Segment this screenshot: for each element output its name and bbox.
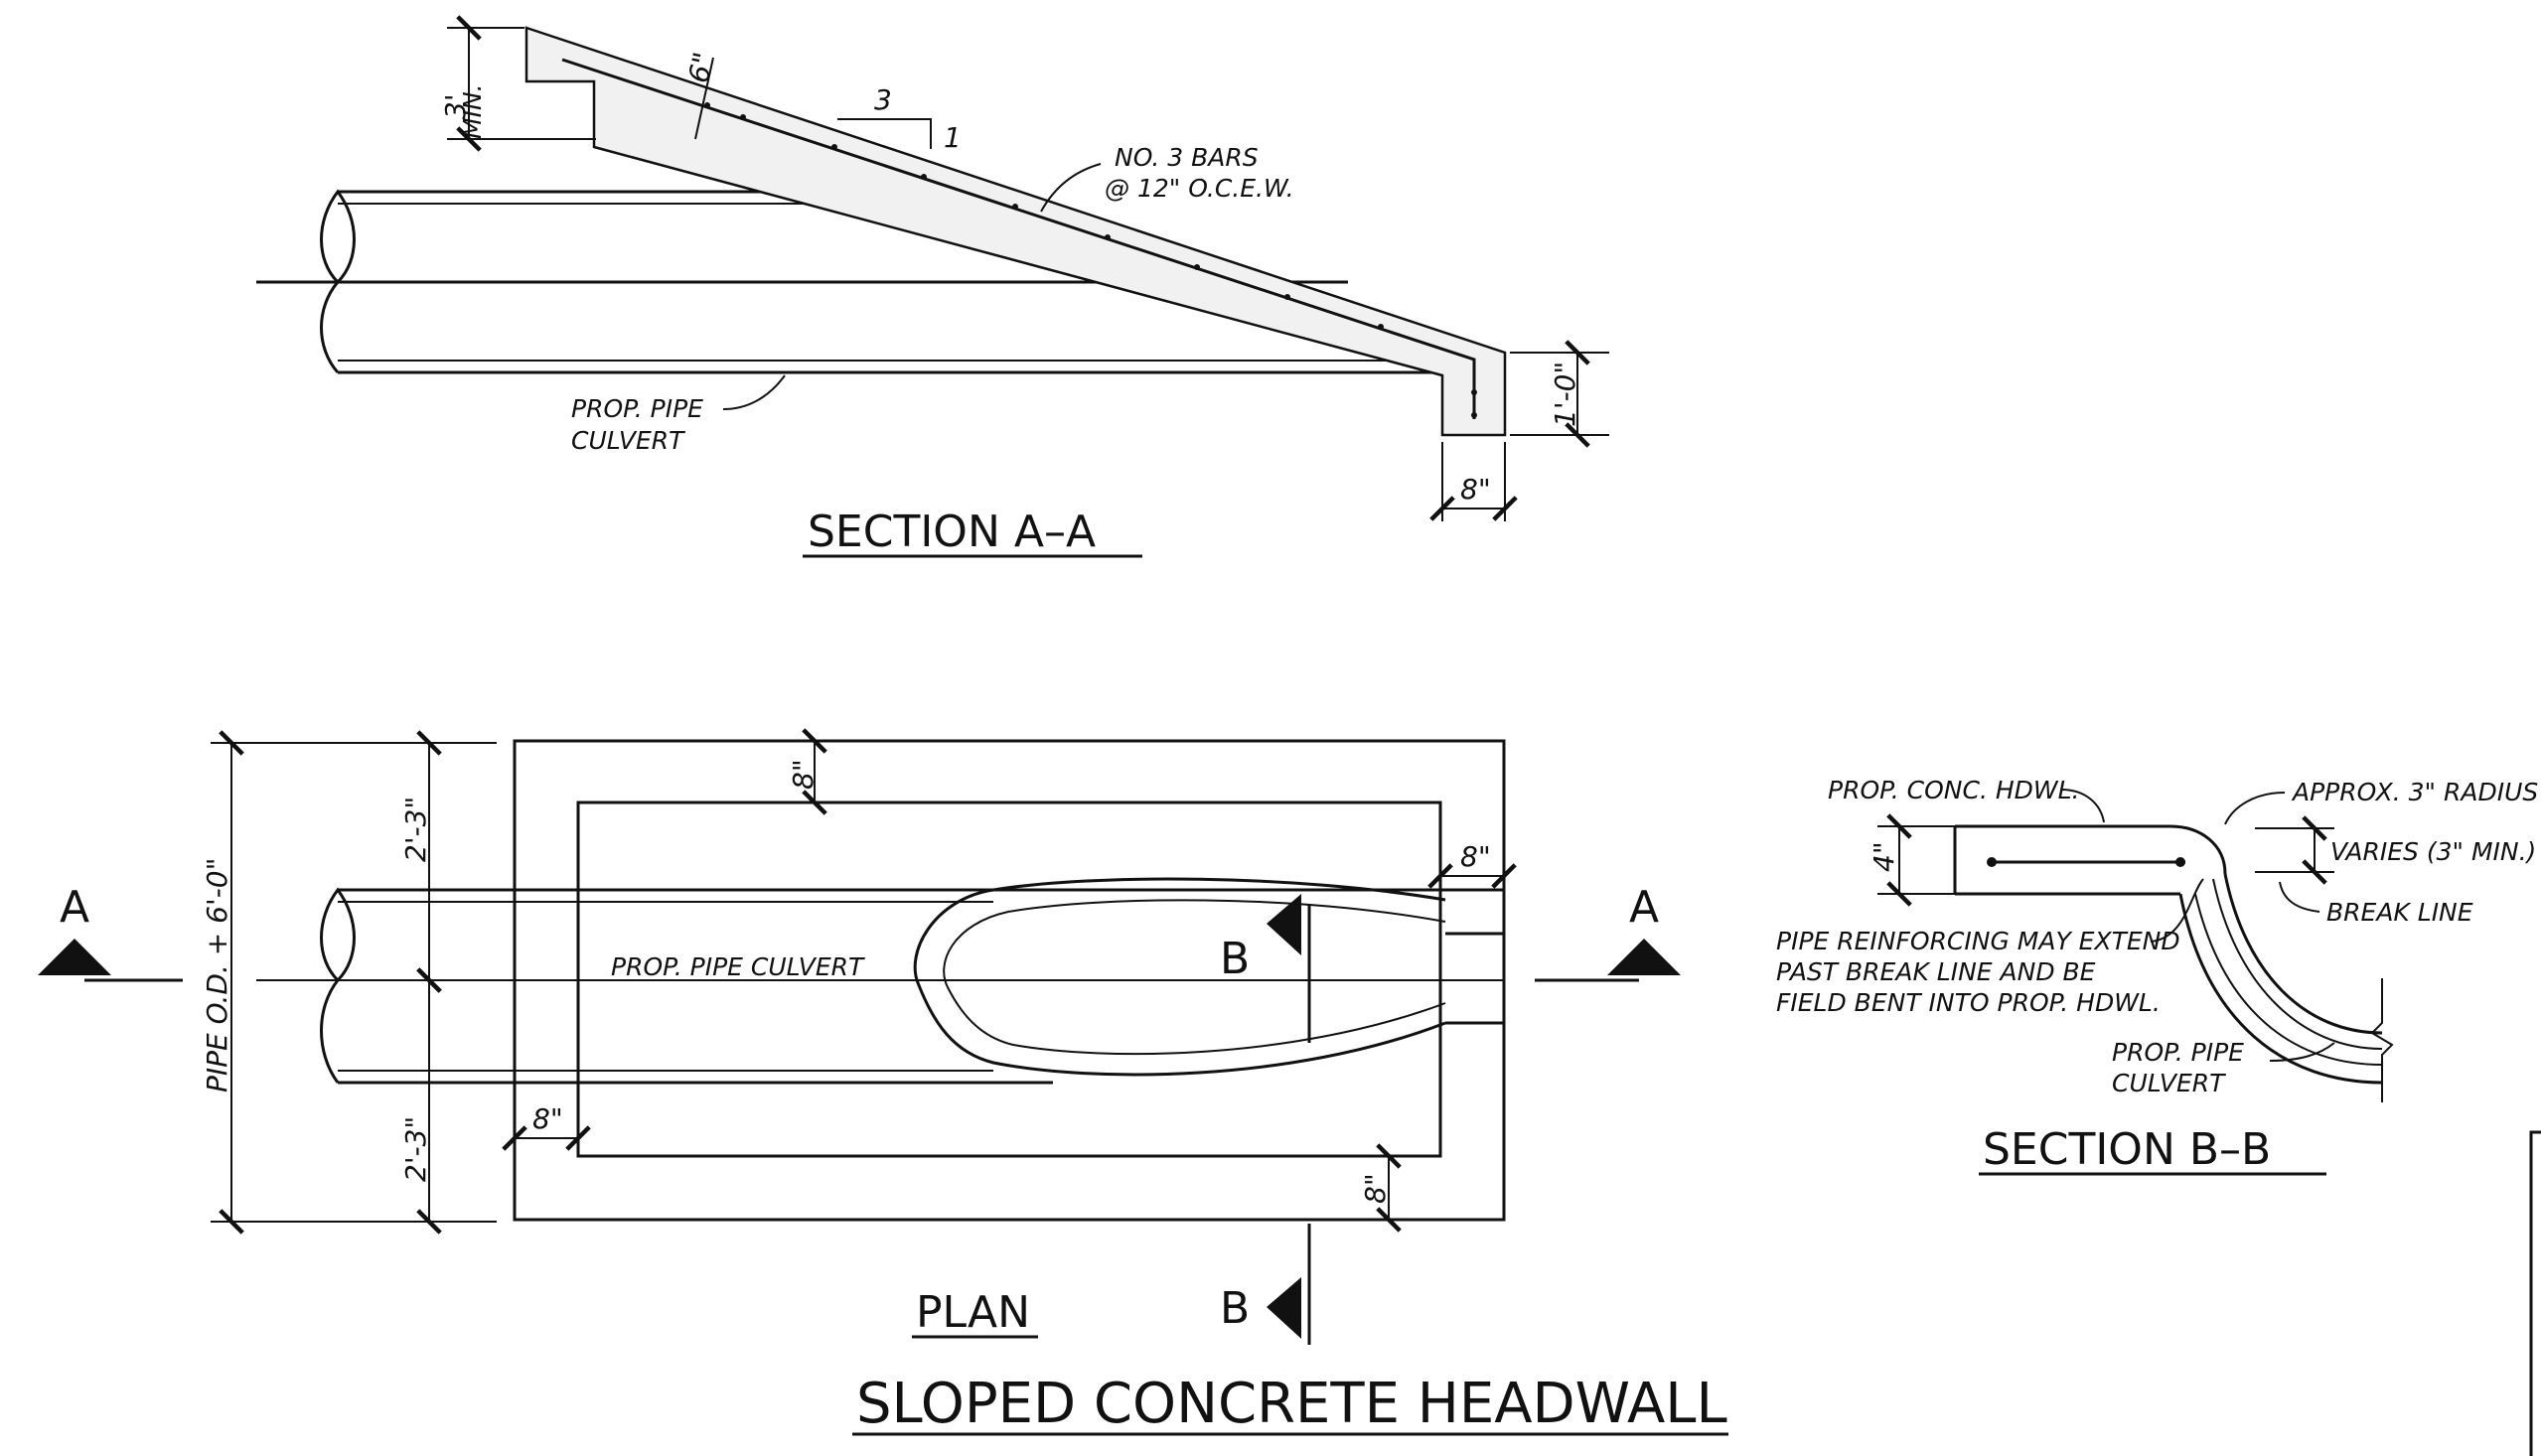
pipe-label-aa-line1: PROP. PIPE xyxy=(571,394,703,423)
varies-dim: VARIES (3" MIN.) xyxy=(2255,815,2536,885)
drawing-title: SLOPED CONCRETE HEADWALL xyxy=(852,1372,1728,1436)
section-aa-title-text: SECTION A–A xyxy=(808,507,1096,557)
section-aa-drawing: 3' MIN. 6" 3 1 NO. 3 BARS @ 12" O.C.E.W.… xyxy=(256,15,1609,558)
dim-lower-label: 2'-3" xyxy=(399,1116,432,1182)
reinf-line1: PIPE REINFORCING MAY EXTEND xyxy=(1776,927,2180,955)
break-label: BREAK LINE xyxy=(2326,898,2473,927)
pipe-label-bb-line2: CULVERT xyxy=(2112,1069,2226,1097)
dim-left-label: 8" xyxy=(532,1102,563,1135)
cut-b-bottom-label: B xyxy=(1220,1283,1250,1334)
dim-left-offset: 8" xyxy=(502,1102,591,1151)
plan-pipe: PROP. PIPE CULVERT xyxy=(256,877,1504,1085)
dim-lower-half: 2'-3" xyxy=(399,967,442,1235)
rebar-line1: NO. 3 BARS xyxy=(1115,143,1259,172)
dim-top-label: 8" xyxy=(787,759,820,790)
cut-marker-b-bottom: B xyxy=(1220,1224,1311,1345)
pipe-callout-aa: PROP. PIPE CULVERT xyxy=(571,374,786,455)
pipe-label-aa-line2: CULVERT xyxy=(571,426,685,455)
rebar-callout: NO. 3 BARS @ 12" O.C.E.W. xyxy=(1040,143,1294,213)
plan-pipe-label: PROP. PIPE CULVERT xyxy=(611,952,865,981)
hdwl-callout: PROP. CONC. HDWL. xyxy=(1828,776,2105,823)
plan-title-text: PLAN xyxy=(916,1287,1030,1338)
dim-height-min-label: MIN. xyxy=(458,83,487,139)
drawing-title-text: SLOPED CONCRETE HEADWALL xyxy=(856,1372,1727,1436)
dim-right-offset: 8" xyxy=(1427,802,1517,890)
dim-bottom-offset: 8" xyxy=(1359,1143,1402,1233)
cut-a-left-label: A xyxy=(60,882,89,933)
dim-toe-width-label: 8" xyxy=(1460,473,1491,506)
dim-thickness-aa: 6" xyxy=(682,50,721,140)
dim-thickness-bb: 4" xyxy=(1868,813,1955,907)
section-bb-title: SECTION B–B xyxy=(1979,1124,2326,1176)
dim-upper-half: 2'-3" xyxy=(399,730,442,993)
dim-right-label: 8" xyxy=(1460,840,1491,873)
rebar-dots xyxy=(704,102,1477,418)
section-bb-title-text: SECTION B–B xyxy=(1983,1124,2271,1175)
cut-marker-a-right: A xyxy=(1535,882,1681,982)
radius-label: APPROX. 3" RADIUS xyxy=(2291,778,2538,806)
dim-upper-label: 2'-3" xyxy=(399,797,432,862)
pipe-callout-bb: PROP. PIPE CULVERT xyxy=(2112,1038,2335,1097)
section-bb-pipe xyxy=(2178,873,2394,1102)
section-bb-headwall xyxy=(1953,824,2227,896)
dim-top-offset: 8" xyxy=(787,728,827,815)
dim-height-aa: 3' MIN. xyxy=(439,15,596,152)
dim-toe-height: 1'-0" xyxy=(1510,340,1609,448)
reinforcing-callout: PIPE REINFORCING MAY EXTEND PAST BREAK L… xyxy=(1776,878,2204,1017)
reinf-line3: FIELD BENT INTO PROP. HDWL. xyxy=(1776,988,2161,1017)
dim-toe-width: 8" xyxy=(1429,442,1518,521)
reinf-line2: PAST BREAK LINE AND BE xyxy=(1776,957,2096,986)
break-callout: BREAK LINE xyxy=(2279,881,2473,927)
pipe-label-bb-line1: PROP. PIPE xyxy=(2112,1038,2244,1067)
section-aa-headwall xyxy=(524,26,1507,437)
radius-callout: APPROX. 3" RADIUS xyxy=(2224,778,2538,825)
section-bb-drawing: 4" VARIES (3" MIN.) PROP. CONC. HDWL. AP… xyxy=(1776,776,2538,1176)
varies-label: VARIES (3" MIN.) xyxy=(2330,837,2536,866)
plan-title: PLAN xyxy=(912,1287,1038,1339)
dim-bb-thickness-label: 4" xyxy=(1868,841,1900,872)
slope-run: 3 xyxy=(874,83,892,116)
slope-indicator: 3 1 xyxy=(837,83,962,154)
dim-overall-label: PIPE O.D. + 6'-0" xyxy=(201,858,233,1092)
dim-thickness-label: 6" xyxy=(682,50,721,86)
dim-bottom-label: 8" xyxy=(1359,1173,1392,1204)
rebar-line2: @ 12" O.C.E.W. xyxy=(1105,174,1294,203)
dim-toe-height-label: 1'-0" xyxy=(1549,362,1581,427)
cut-b-top-label: B xyxy=(1220,934,1250,984)
cut-marker-a-left: A xyxy=(38,882,183,982)
slope-rise: 1 xyxy=(944,121,962,154)
dim-overall-width: PIPE O.D. + 6'-0" xyxy=(201,730,497,1235)
cut-marker-b-top: B xyxy=(1220,894,1311,1043)
cut-a-right-label: A xyxy=(1629,882,1659,933)
dim-height-label: 3' xyxy=(439,93,472,119)
plan-drawing: PROP. PIPE CULVERT PIPE O.D. + 6'-0" 2'-… xyxy=(38,728,1681,1345)
title-block-border xyxy=(2529,1130,2541,1456)
section-aa-title: SECTION A–A xyxy=(803,507,1142,558)
hdwl-label: PROP. CONC. HDWL. xyxy=(1828,776,2079,804)
